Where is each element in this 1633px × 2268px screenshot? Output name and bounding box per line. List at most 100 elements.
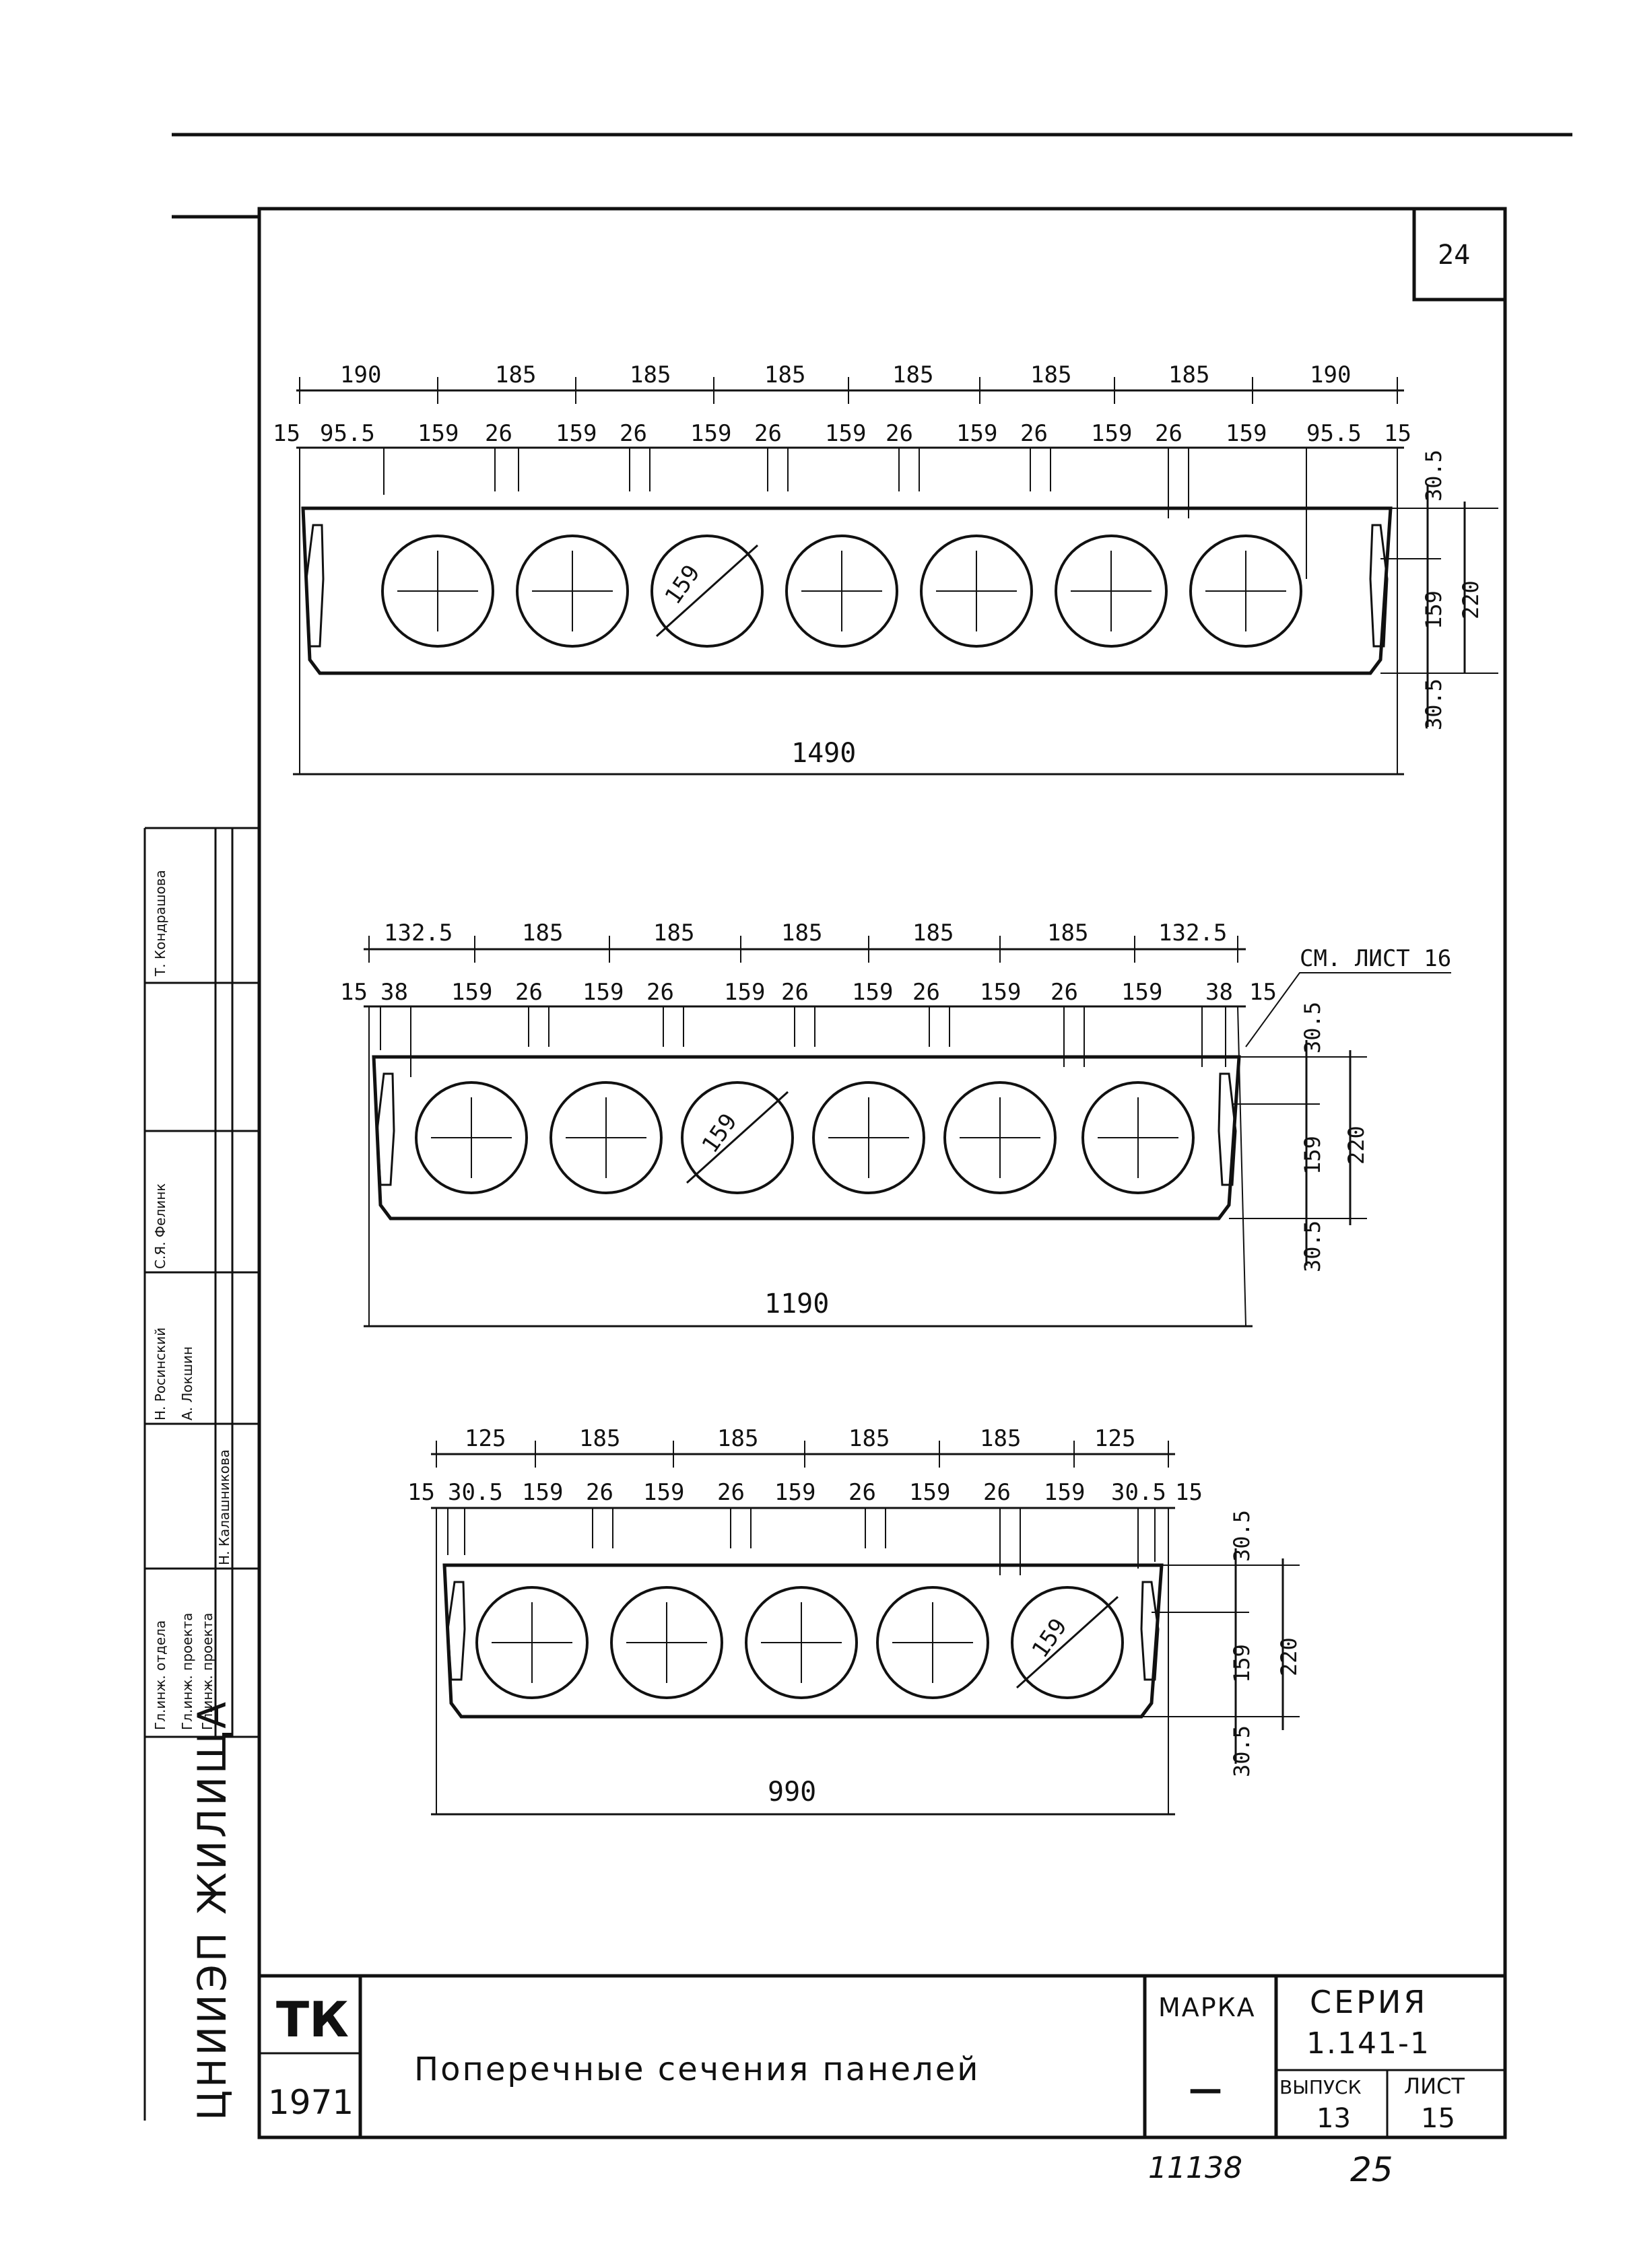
dim-sub-8: 26 [754,420,782,447]
dim-sub-4: 26 [515,979,543,1006]
side-dim-4: 30.5 [1229,1725,1255,1777]
dim-sub-6: 26 [620,420,647,447]
side-dim-3: 220 [1343,1126,1369,1165]
dim-top-5: 185 [892,362,933,388]
dim-sub-6: 26 [717,1479,745,1506]
dim-sub-4: 26 [586,1479,613,1506]
dim-sub-6: 26 [646,979,674,1006]
side-dim-2: 159 [1300,1136,1325,1175]
stamp-name-3: Н. Калашникова [216,1449,232,1565]
dim-top-8: 190 [1310,362,1351,388]
see-sheet-note: СМ. ЛИСТ 16 [1300,945,1451,972]
stamp-name-4: С.Я. Фелинк [152,1183,168,1269]
dim-sub-15: 159 [1226,420,1267,447]
dim-sub-2: 95.5 [320,420,375,447]
dim-sub-11: 159 [980,979,1021,1006]
dim-top-2: 185 [495,362,536,388]
dim-top-7: 132.5 [1158,920,1227,947]
dim-sub-10: 26 [886,420,913,447]
dim-sub-9: 159 [852,979,893,1006]
panel-990: 125 185 185 185 185 125 15 30.5 159 26 1… [407,1425,1302,1816]
dim-top-1: 132.5 [384,920,453,947]
marka-label: МАРКА [1158,1993,1256,2022]
dim-sub-5: 159 [643,1479,684,1506]
dim-sub-12: 26 [1051,979,1078,1006]
dim-sub-5: 159 [582,979,624,1006]
dim-top-3: 185 [630,362,671,388]
dim-sub-7: 159 [724,979,765,1006]
series-value: 1.141-1 [1306,2026,1430,2061]
dim-sub-3: 159 [522,1479,563,1506]
side-dim-3: 220 [1276,1637,1302,1676]
dim-sub-13: 159 [1121,979,1162,1006]
dim-sub-8: 26 [781,979,809,1006]
dim-top-6: 125 [1094,1425,1135,1452]
sheet-label: ЛИСТ [1404,2073,1465,2099]
side-dim-4: 30.5 [1300,1221,1325,1272]
issue-value: 13 [1317,2103,1351,2134]
side-dim-2: 159 [1229,1644,1255,1683]
dim-top-6: 185 [1030,362,1071,388]
side-stamp: Гл.инж. отдела Н. Росинский Гл.инж. прое… [143,827,259,2121]
dim-sub-2: 38 [380,979,408,1006]
dim-sub-1: 15 [340,979,368,1006]
dim-sub-10: 26 [912,979,940,1006]
panel-1190: 132.5 185 185 185 185 185 132.5 15 38 15… [340,920,1451,1328]
dim-top-5: 185 [912,920,954,947]
panel-990-total: 990 [768,1777,816,1808]
stamp-name-2: А. Локшин [179,1346,195,1420]
dim-top-1: 190 [340,362,381,388]
dim-sub-10: 26 [983,1479,1011,1506]
dim-sub-17: 15 [1384,420,1411,447]
dim-sub-16: 95.5 [1306,420,1362,447]
frame-border [257,207,1507,2139]
dim-sub-11: 159 [956,420,997,447]
stamp-role-3: Гл.инж. проекта [199,1613,215,1730]
inventory-number: 11138 [1148,2151,1242,2185]
dim-sub-14: 26 [1155,420,1182,447]
panel-1190-holes [415,1081,1195,1194]
dim-sub-9: 159 [825,420,866,447]
panel-1490-total: 1490 [791,738,856,769]
dim-top-3: 185 [653,920,694,947]
sheet-value: 15 [1421,2103,1455,2134]
side-dim-4: 30.5 [1421,679,1446,730]
dim-top-3: 185 [717,1425,758,1452]
hole-diameter-label: 159 [1027,1614,1073,1663]
dim-sub-12: 30.5 [1111,1479,1166,1506]
stamp-name-5: Т. Кондрашова [152,870,168,977]
dim-sub-13: 159 [1091,420,1132,447]
series-label: СЕРИЯ [1310,1984,1428,2020]
dim-top-2: 185 [579,1425,620,1452]
stamp-name-1: Н. Росинский [152,1328,168,1420]
dim-sub-1: 15 [407,1479,435,1506]
dim-sub-3: 159 [451,979,492,1006]
dim-sub-3: 159 [418,420,459,447]
sheet-number: 24 [1438,240,1470,271]
dim-sub-12: 26 [1020,420,1048,447]
org-name: ЦНИИЭП ЖИЛИЩА [189,1699,235,2121]
dim-sub-13: 15 [1175,1479,1203,1506]
page-number: 25 [1350,2150,1393,2189]
panel-1490: 190 185 185 185 185 185 185 190 15 95.5 … [273,362,1498,776]
side-dim-1: 30.5 [1421,450,1446,502]
marka-value: — [1189,2069,1222,2108]
code: ТК [276,1991,349,2048]
dim-sub-14: 38 [1205,979,1233,1006]
title-block: ТК 1971 Поперечные сечения панелей МАРКА… [259,1974,1505,2137]
panel-1190-total: 1190 [764,1288,829,1319]
year: 1971 [268,2083,354,2122]
dim-top-2: 185 [522,920,563,947]
dim-top-4: 185 [848,1425,890,1452]
dim-sub-7: 159 [774,1479,815,1506]
dim-sub-8: 26 [848,1479,876,1506]
issue-label: ВЫПУСК [1279,2076,1362,2098]
side-dim-3: 220 [1458,580,1484,619]
hole-diameter-label: 159 [660,560,706,609]
dim-sub-1: 15 [273,420,300,447]
sheet-number-box: 24 [1412,209,1505,302]
side-dim-1: 30.5 [1229,1510,1255,1562]
dim-top-7: 185 [1168,362,1209,388]
sheet-title: Поперечные сечения панелей [414,2051,980,2088]
dim-sub-9: 159 [909,1479,950,1506]
